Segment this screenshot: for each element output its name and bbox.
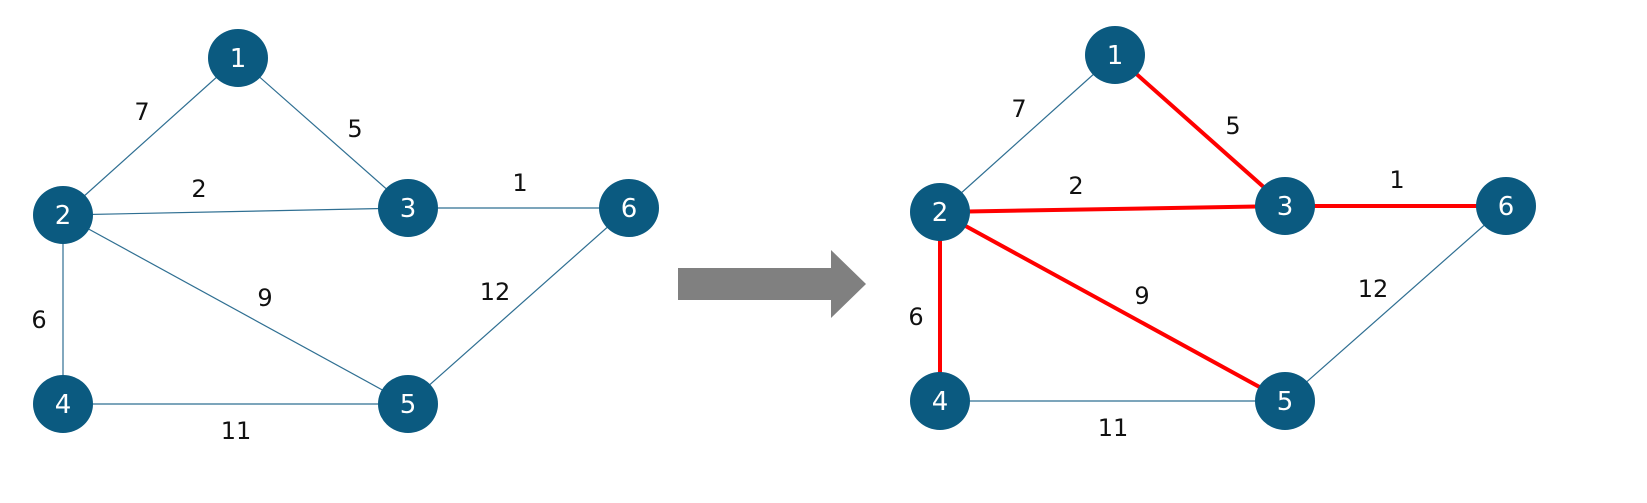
node-circle <box>378 179 438 237</box>
node-4: 4 <box>910 372 970 430</box>
node-circle <box>910 183 970 241</box>
node-4: 4 <box>33 375 93 433</box>
node-label: 4 <box>932 387 949 417</box>
edge-layer <box>62 57 630 405</box>
node-circle <box>1255 372 1315 430</box>
edge-5-6 <box>1284 205 1507 402</box>
weight-label-layer: 7 5 2 1 6 9 12 11 <box>31 98 527 445</box>
node-1: 1 <box>1085 26 1145 84</box>
node-circle <box>910 372 970 430</box>
edge-weight-4-5: 11 <box>1098 414 1129 442</box>
edge-weight-1-3: 5 <box>347 115 362 143</box>
node-circle <box>599 179 659 237</box>
node-label: 6 <box>1498 192 1515 222</box>
node-circle <box>1085 26 1145 84</box>
highlighted-edge-1-3 <box>1113 53 1287 208</box>
transform-arrow <box>678 250 866 318</box>
edge-weight-2-4: 6 <box>908 303 923 331</box>
edge-weight-5-6: 12 <box>1358 275 1389 303</box>
node-label: 2 <box>55 201 72 231</box>
node-3: 3 <box>1255 177 1315 235</box>
node-circle <box>1255 177 1315 235</box>
edge-weight-2-5: 9 <box>257 284 272 312</box>
edge-weight-2-3: 2 <box>191 175 206 203</box>
weight-label-layer: 7 5 2 1 6 9 12 11 <box>908 95 1404 442</box>
node-label: 1 <box>1107 41 1124 71</box>
edge-2-5 <box>62 214 409 405</box>
highlighted-edge-2-3 <box>939 204 1286 214</box>
node-circle <box>208 29 268 87</box>
node-3: 3 <box>378 179 438 237</box>
edge-5-6 <box>407 207 630 405</box>
edge-weight-1-2: 7 <box>1011 95 1026 123</box>
edge-weight-5-6: 12 <box>480 278 511 306</box>
node-label: 3 <box>1277 192 1294 222</box>
node-label: 5 <box>1277 387 1294 417</box>
node-label: 2 <box>932 198 949 228</box>
node-label: 4 <box>55 390 72 420</box>
node-5: 5 <box>378 375 438 433</box>
edge-weight-2-4: 6 <box>31 306 46 334</box>
edge-weight-2-3: 2 <box>1068 172 1083 200</box>
edge-1-3 <box>237 57 409 209</box>
node-label: 1 <box>230 44 247 74</box>
node-1: 1 <box>208 29 268 87</box>
node-circle <box>378 375 438 433</box>
node-circle <box>33 186 93 244</box>
edge-weight-1-2: 7 <box>134 98 149 126</box>
highlighted-edge-2-5 <box>939 210 1286 403</box>
node-2: 2 <box>910 183 970 241</box>
edge-weight-3-6: 1 <box>512 169 527 197</box>
node-label: 6 <box>621 194 638 224</box>
node-2: 2 <box>33 186 93 244</box>
edge-weight-4-5: 11 <box>221 417 252 445</box>
node-6: 6 <box>599 179 659 237</box>
edge-weight-1-3: 5 <box>1225 112 1240 140</box>
edge-weight-3-6: 1 <box>1389 166 1404 194</box>
edge-1-2 <box>62 57 239 216</box>
node-5: 5 <box>1255 372 1315 430</box>
node-6: 6 <box>1476 177 1536 235</box>
node-label: 3 <box>400 194 417 224</box>
edge-weight-2-5: 9 <box>1134 282 1149 310</box>
node-circle <box>33 375 93 433</box>
node-circle <box>1476 177 1536 235</box>
edge-1-2 <box>939 54 1116 213</box>
node-label: 5 <box>400 390 417 420</box>
edge-2-3 <box>62 207 409 216</box>
edge-layer <box>938 53 1507 403</box>
